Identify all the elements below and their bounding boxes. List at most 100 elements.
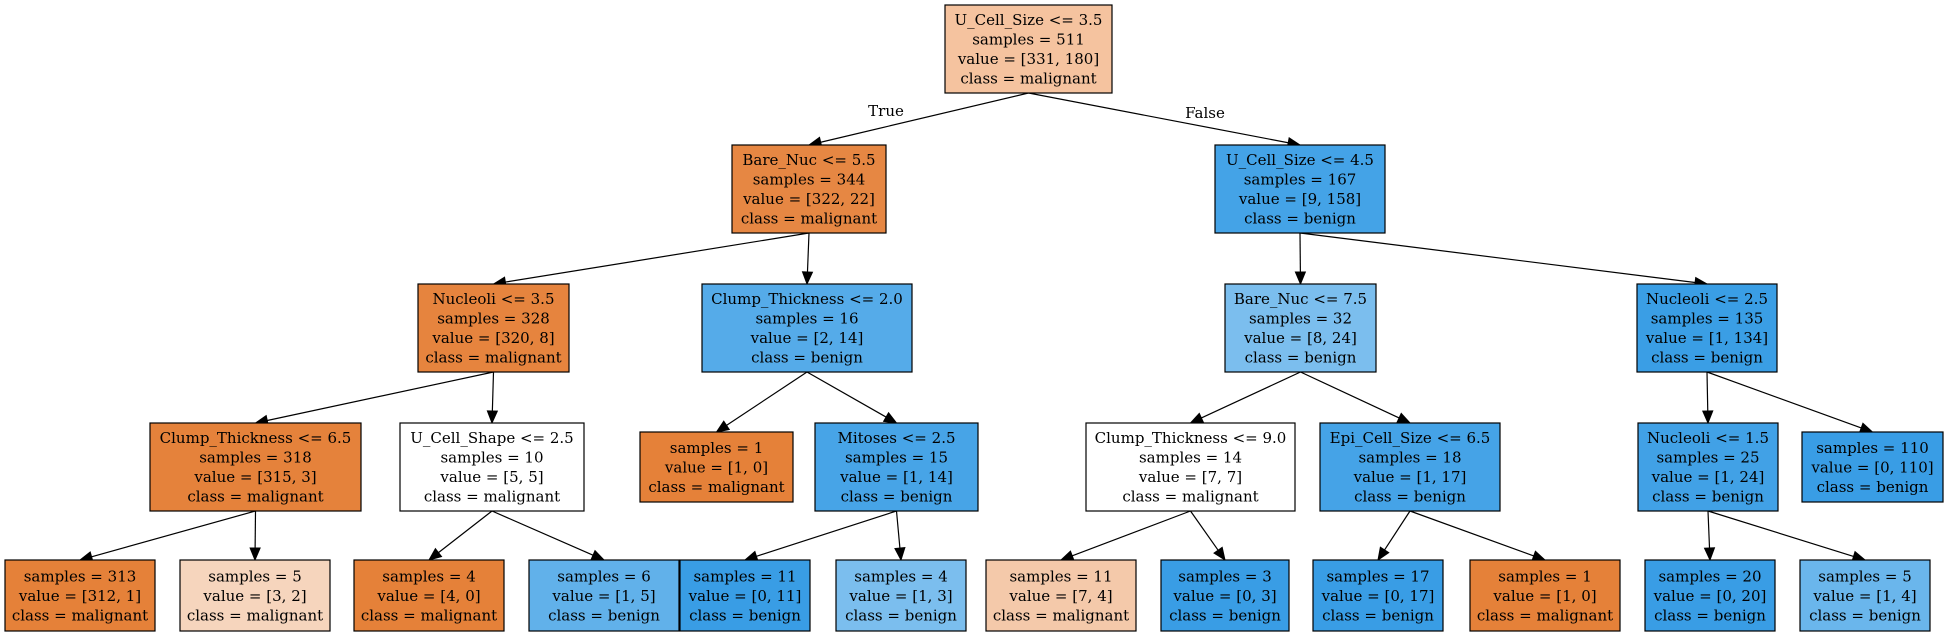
node-line: value = [1, 17] [1353, 468, 1467, 486]
node-line: samples = 5 [1818, 567, 1912, 585]
node-line: samples = 32 [1249, 310, 1352, 328]
node-line: samples = 10 [440, 449, 543, 467]
node-box [1636, 283, 1778, 373]
arrowhead-icon [1702, 410, 1714, 425]
node-line: samples = 328 [437, 310, 550, 328]
node-box [1319, 422, 1501, 512]
node-line: samples = 167 [1244, 171, 1357, 189]
node-box [528, 559, 680, 632]
node-box [1469, 559, 1621, 632]
edge-n12-n24 [1409, 510, 1534, 557]
node-line: class = benign [1354, 488, 1466, 506]
node-box [1637, 422, 1779, 512]
node-line: class = malignant [187, 488, 323, 506]
node-line: class = benign [1652, 488, 1764, 506]
node-line: value = [1, 14] [839, 468, 953, 486]
node-line: class = malignant [187, 606, 323, 624]
node-line: Clump_Thickness <= 2.0 [711, 290, 903, 308]
node-line: Epi_Cell_Size <= 6.5 [1330, 429, 1491, 447]
node-line: value = [7, 7] [1138, 468, 1242, 486]
node-line: class = benign [1817, 478, 1929, 496]
node-box [1801, 431, 1944, 503]
node-line: class = malignant [424, 488, 560, 506]
node-line: Clump_Thickness <= 9.0 [1095, 429, 1287, 447]
tree-node-n17: samples = 4 value = [4, 0]class = maligna… [353, 559, 505, 632]
node-line: value = [4, 0] [376, 587, 480, 605]
node-box [1312, 559, 1444, 632]
arrowhead-icon [1059, 550, 1075, 561]
tree-node-n20: samples = 4 value = [1, 3]class = benign [835, 559, 967, 632]
edge-n10-n20 [895, 510, 901, 549]
node-line: class = benign [1322, 606, 1434, 624]
node-line: samples = 25 [1656, 449, 1759, 467]
node-line: Bare_Nuc <= 5.5 [742, 151, 875, 169]
node-line: value = [322, 22] [742, 190, 875, 208]
edge-n11-n22 [1190, 510, 1219, 551]
node-line: samples = 1 [670, 439, 764, 457]
node-line: samples = 6 [557, 567, 651, 585]
node-box [399, 422, 585, 512]
node-line: samples = 344 [753, 171, 866, 189]
node-line: Nucleoli <= 2.5 [1646, 290, 1768, 308]
node-line: samples = 5 [208, 567, 302, 585]
arrowhead-icon [715, 420, 731, 433]
node-line: Bare_Nuc <= 7.5 [1234, 290, 1367, 308]
node-line: class = malignant [361, 606, 497, 624]
edge-n5-n12 [1300, 371, 1400, 419]
node-line: value = [1, 0] [1492, 587, 1596, 605]
edge-n0-n2 [1028, 92, 1289, 144]
arrowhead-icon [1377, 546, 1390, 562]
edge-n3-n7 [267, 371, 494, 422]
node-line: class = benign [1169, 606, 1281, 624]
node-line: value = [7, 4] [1008, 587, 1112, 605]
node-box [814, 422, 979, 512]
node-line: value = [0, 3] [1172, 587, 1276, 605]
node-line: value = [1, 3] [848, 587, 952, 605]
node-line: samples = 16 [755, 310, 858, 328]
edge-n1-n4 [806, 232, 810, 273]
arrowhead-icon [1703, 547, 1716, 562]
arrowhead-icon [1213, 546, 1226, 562]
node-line: class = benign [1244, 210, 1356, 228]
node-line: Nucleoli <= 1.5 [1647, 429, 1769, 447]
edge-n11-n21 [1072, 510, 1191, 557]
node-line: Clump_Thickness <= 6.5 [160, 429, 352, 447]
node-line: samples = 4 [382, 567, 476, 585]
node-box [731, 144, 887, 234]
node-line: value = [1, 0] [664, 458, 768, 476]
node-line: class = malignant [425, 349, 561, 367]
edge-n2-n6 [1299, 232, 1696, 284]
arrowhead-icon [1294, 271, 1307, 286]
node-line: samples = 4 [854, 567, 948, 585]
node-line: class = benign [548, 606, 660, 624]
node-line: class = malignant [1477, 606, 1613, 624]
node-line: class = malignant [1122, 488, 1258, 506]
node-box [639, 431, 794, 503]
node-line: samples = 313 [24, 567, 137, 585]
node-line: class = malignant [960, 70, 1096, 88]
node-line: class = benign [1651, 349, 1763, 367]
node-line: class = benign [1245, 349, 1357, 367]
node-box [985, 559, 1137, 632]
node-line: value = [320, 8] [431, 329, 554, 347]
node-line: class = benign [845, 606, 957, 624]
node-line: value = [1, 4] [1812, 587, 1916, 605]
node-line: samples = 11 [1009, 567, 1112, 585]
